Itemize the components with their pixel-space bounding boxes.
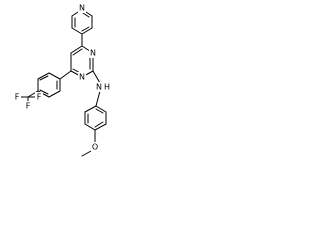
atom-label: F: [15, 93, 20, 102]
bond: [84, 123, 96, 131]
atom-fluorine-right: F: [35, 92, 43, 102]
atom-label: N: [96, 83, 102, 92]
bond: [48, 90, 61, 98]
atom-label: F: [37, 93, 42, 102]
bond: [95, 105, 107, 113]
bond: [39, 75, 49, 81]
pyridine-ring: [71, 9, 93, 35]
bond: [81, 26, 90, 32]
atom-pyridine-n: N: [78, 3, 86, 13]
bond: [95, 108, 104, 114]
bond: [94, 123, 107, 131]
bond: [81, 150, 92, 157]
bond: [71, 27, 83, 35]
atom-pyrimidine-n-left: N: [78, 72, 86, 82]
bond: [39, 89, 49, 95]
atom-label: H: [104, 83, 110, 92]
bond: [72, 48, 83, 56]
atom-methoxy-o: O: [91, 142, 99, 152]
atom-label: N: [79, 4, 85, 13]
atom-fluorine-top: F: [24, 101, 32, 111]
bond: [81, 27, 93, 35]
trifluoromethylphenyl-ring: [37, 72, 61, 98]
bond: [37, 72, 50, 80]
bond: [84, 105, 97, 113]
bond: [70, 45, 83, 54]
atom-label: N: [90, 49, 96, 58]
atom-fluorine-left: F: [13, 92, 21, 102]
bond: [94, 121, 104, 128]
bond: [82, 12, 90, 18]
atom-amine-nh: N H: [95, 82, 110, 92]
bond: [92, 70, 101, 84]
chemical-structure-diagram: N N N N H F F F O: [13, 3, 110, 157]
methoxyphenyl-ring: [84, 105, 107, 131]
bond: [59, 70, 72, 80]
atom-pyrimidine-n-right: N: [89, 48, 97, 58]
atom-label: N: [79, 73, 85, 82]
atom-label: O: [92, 143, 98, 152]
bond: [48, 72, 61, 80]
atom-label: F: [26, 102, 31, 111]
bond: [95, 90, 101, 107]
